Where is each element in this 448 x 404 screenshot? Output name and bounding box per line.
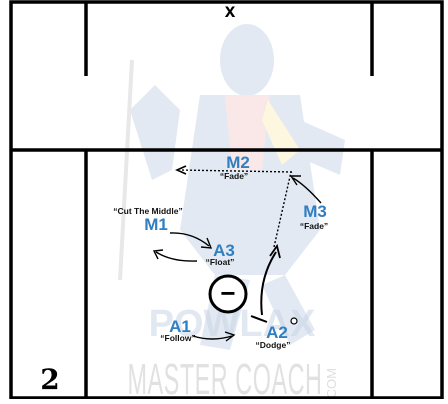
player-a2-call: “Dodge”	[256, 340, 291, 350]
player-m2-call: “Fade”	[220, 171, 248, 181]
m2-fade-path	[179, 169, 293, 173]
a2-dodge-arrowhead	[269, 243, 281, 259]
player-a3: A3 “Float”	[206, 241, 235, 267]
player-a2: A2 “Dodge”	[256, 323, 291, 350]
m1-cut-path	[169, 232, 210, 247]
player-m2-label: M2	[226, 153, 250, 172]
player-a1-label: A1	[169, 317, 191, 336]
m1-cut-arrowhead	[200, 237, 213, 249]
a2-dodge-dotted-path	[273, 171, 292, 248]
field-lines	[9, 0, 444, 400]
player-a3-label: A3	[213, 241, 235, 260]
m2-fade-arrowhead	[175, 165, 187, 175]
player-m1: “Cut The Middle” M1	[113, 206, 182, 234]
player-a3-call: “Float”	[206, 257, 235, 267]
watermark: POWLAX MASTER COACH .COM	[128, 303, 340, 404]
player-a1-call: “Follow”	[160, 333, 195, 343]
player-m3-call: “Fade”	[300, 221, 328, 231]
a3-float-path	[155, 251, 198, 262]
player-m3: M3 “Fade”	[300, 202, 328, 231]
goal-marker: x	[225, 1, 236, 22]
player-a2-label: A2	[266, 323, 288, 342]
a2-dodge-path	[260, 251, 277, 316]
m3-fade-path	[292, 177, 322, 204]
m3-fade-arrowhead	[289, 175, 301, 186]
defender-minus: −	[220, 278, 235, 308]
player-m1-call: “Cut The Middle”	[113, 206, 182, 216]
ball-icon	[290, 317, 298, 325]
movement-paths	[152, 165, 322, 342]
watermark-master-coach: MASTER COACH	[128, 355, 323, 399]
field-border	[9, 0, 444, 400]
defender-marker: −	[208, 274, 248, 314]
player-m1-label: M1	[144, 215, 168, 234]
defender-circle	[208, 274, 248, 314]
player-m3-label: M3	[303, 202, 327, 221]
a1-follow-arrowhead	[224, 331, 236, 342]
watermark-com: .COM	[324, 368, 339, 399]
a3-float-arrowhead	[152, 249, 164, 260]
a2-dodge-stop	[250, 315, 268, 323]
player-a1: A1 “Follow”	[160, 317, 195, 343]
diagram-number: 2	[40, 363, 59, 396]
player-m2: M2 “Fade”	[220, 153, 250, 181]
a1-follow-path	[192, 335, 233, 340]
